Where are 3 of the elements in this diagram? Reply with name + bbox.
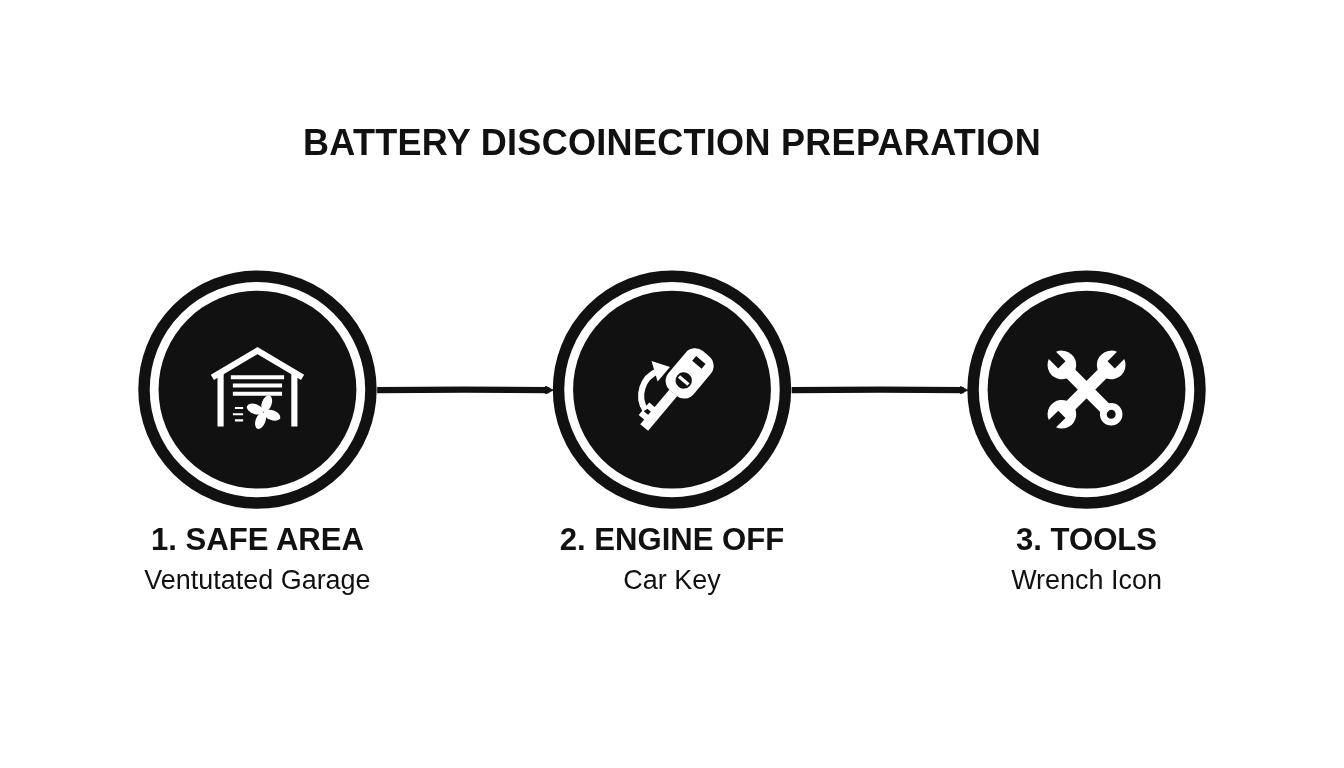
arrow [377,385,554,395]
arrow [791,385,969,395]
diagram-title: BATTERY DISCOINECTION PREPARATION [303,122,1041,164]
